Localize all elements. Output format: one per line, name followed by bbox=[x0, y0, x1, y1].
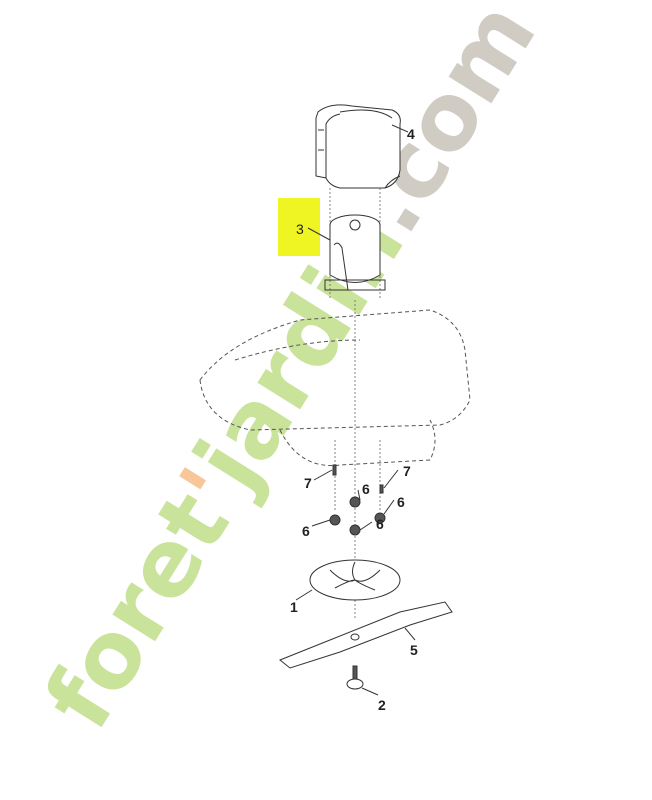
callout-part-4: 4 bbox=[407, 126, 415, 142]
callout-part-6-a: 6 bbox=[362, 481, 370, 497]
motor-drawing bbox=[307, 214, 386, 291]
fan-drawing bbox=[295, 559, 401, 601]
highlight-part-3 bbox=[278, 198, 320, 256]
fasteners-drawing bbox=[329, 464, 386, 536]
bolt-drawing bbox=[346, 665, 379, 696]
callout-part-6-c: 6 bbox=[302, 523, 310, 539]
callout-part-2: 2 bbox=[378, 697, 386, 713]
callout-part-7-left: 7 bbox=[304, 475, 312, 491]
blade-drawing bbox=[279, 601, 453, 669]
deck-drawing bbox=[199, 309, 471, 467]
callout-part-6-b: 6 bbox=[397, 494, 405, 510]
callout-part-7-right: 7 bbox=[403, 463, 411, 479]
motor-cover-drawing bbox=[315, 104, 409, 189]
callout-part-5: 5 bbox=[410, 642, 418, 658]
callout-part-3: 3 bbox=[296, 221, 304, 237]
callout-part-1: 1 bbox=[290, 599, 298, 615]
callout-part-6-d: 6 bbox=[376, 516, 384, 532]
